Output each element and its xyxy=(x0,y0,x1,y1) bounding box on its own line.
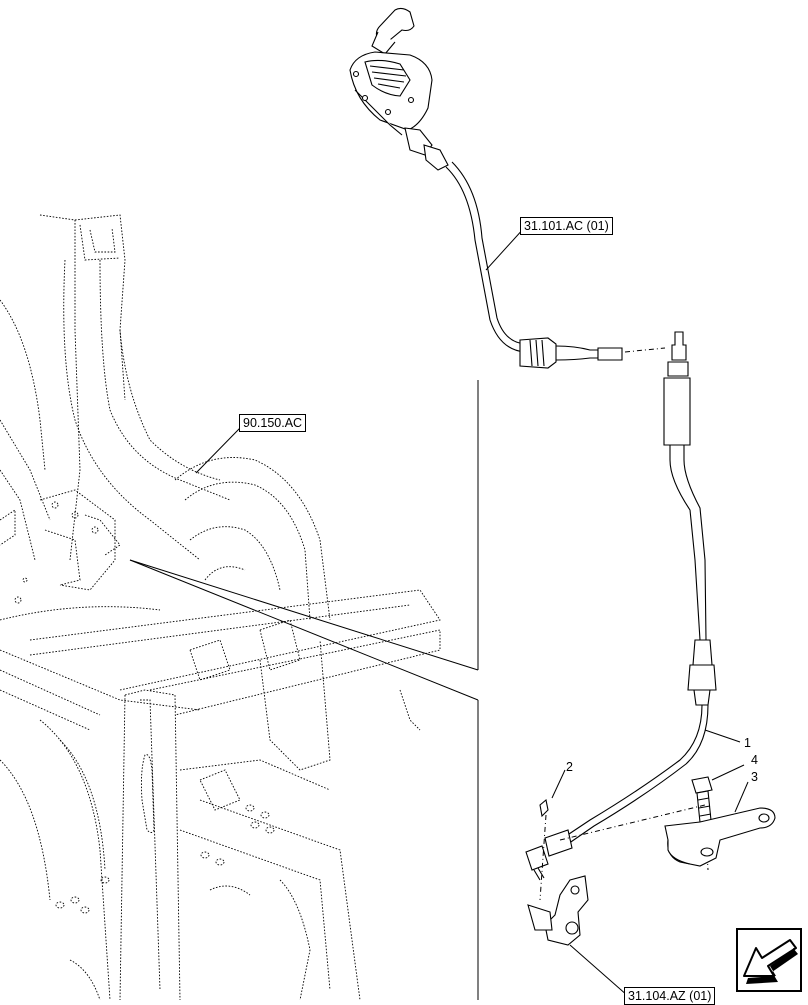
callout-3: 3 xyxy=(751,770,758,784)
cable-ref-leader xyxy=(485,226,526,271)
bolt-leader xyxy=(711,764,745,781)
lever-part xyxy=(664,807,776,867)
navigate-back-button[interactable] xyxy=(736,928,802,992)
reference-31-104-az[interactable]: 31.104.AZ (01) xyxy=(624,987,716,1005)
actuator-cable xyxy=(544,331,717,857)
lever-axis xyxy=(559,804,706,841)
lever-leader xyxy=(734,781,749,813)
control-handle-drawing xyxy=(349,7,449,171)
arrow-down-left-icon xyxy=(743,939,798,984)
reference-31-101-ac[interactable]: 31.101.AC (01) xyxy=(520,217,613,235)
callout-2: 2 xyxy=(566,760,573,774)
clip-leader xyxy=(551,769,566,799)
reference-90-150-ac[interactable]: 90.150.AC xyxy=(239,414,307,432)
frame-leader-lines xyxy=(129,380,479,1000)
assembly-dash-line xyxy=(624,347,666,353)
bracket-leader xyxy=(569,944,629,997)
callout-1: 1 xyxy=(744,736,751,750)
upper-cable xyxy=(445,161,623,369)
cab-frame-drawing xyxy=(0,214,441,1000)
clip-axis xyxy=(539,814,547,901)
callout-4: 4 xyxy=(751,753,758,767)
bracket-part xyxy=(527,875,589,946)
cable-leader xyxy=(704,729,741,743)
